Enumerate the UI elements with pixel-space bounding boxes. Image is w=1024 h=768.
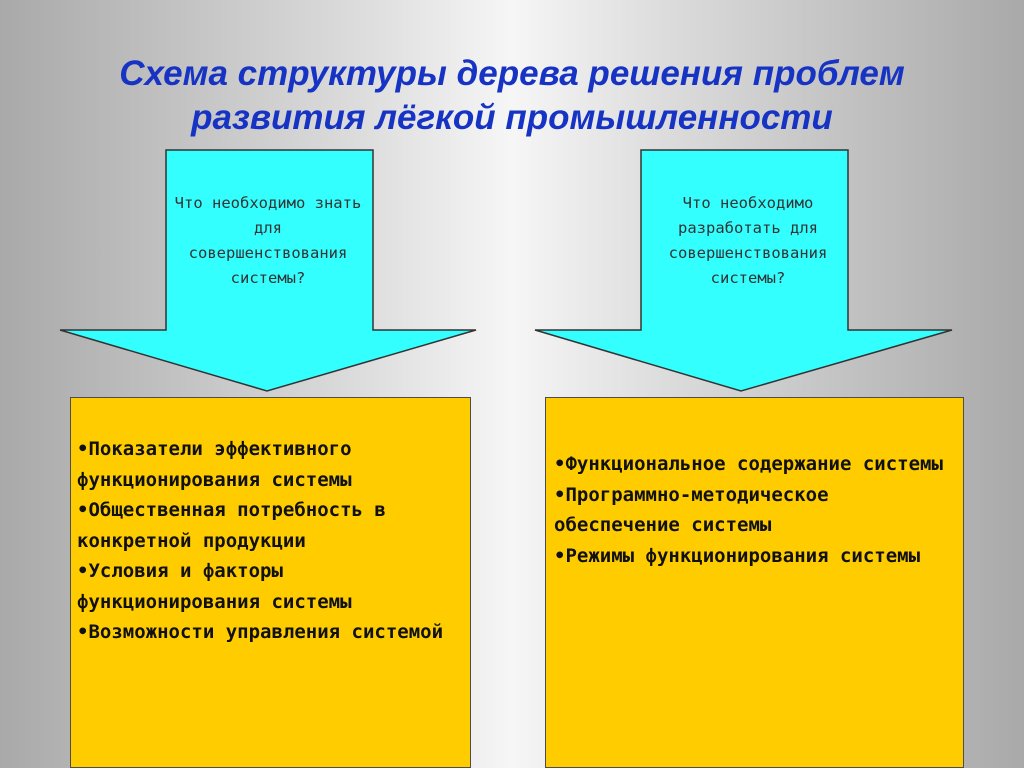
right-answer-list: •Функциональное содержание системы •Прог… (554, 449, 962, 571)
right-question-line: системы? (710, 269, 786, 287)
left-question-line: Что необходимо знать (174, 194, 362, 212)
right-answer-box: •Функциональное содержание системы •Прог… (545, 397, 964, 768)
right-question-line: разработать для (678, 219, 818, 237)
left-arrow (59, 149, 477, 392)
right-question: Что необходимо разработать для совершенс… (593, 191, 903, 291)
list-item: •Возможности управления системой (77, 621, 444, 643)
right-question-line: Что необходимо (682, 194, 814, 212)
right-question-line: совершенствования (668, 244, 828, 262)
right-arrow (534, 149, 953, 392)
list-item: •Показатели эффективного функционировани… (77, 438, 352, 491)
diagram-title: Схема структуры дерева решения проблем р… (0, 52, 1024, 140)
list-item: •Условия и факторы функционирования сист… (77, 560, 352, 613)
list-item: •Общественная потребность в конкретной п… (77, 499, 386, 552)
left-question-line: системы? (230, 269, 306, 287)
left-answer-box: •Показатели эффективного функционировани… (70, 397, 471, 768)
title-line-2: развития лёгкой промышленности (191, 98, 833, 137)
left-question: Что необходимо знать для совершенствован… (118, 191, 418, 291)
left-question-line: совершенствования (188, 244, 348, 262)
list-item: •Режимы функционирования системы (554, 544, 921, 567)
left-question-line: для (254, 219, 282, 237)
list-item: •Функциональное содержание системы (554, 453, 943, 475)
list-item: •Программно-методическое обеспечение сис… (554, 483, 829, 537)
left-answer-list: •Показатели эффективного функционировани… (77, 434, 469, 648)
title-line-1: Схема структуры дерева решения проблем (119, 54, 905, 93)
